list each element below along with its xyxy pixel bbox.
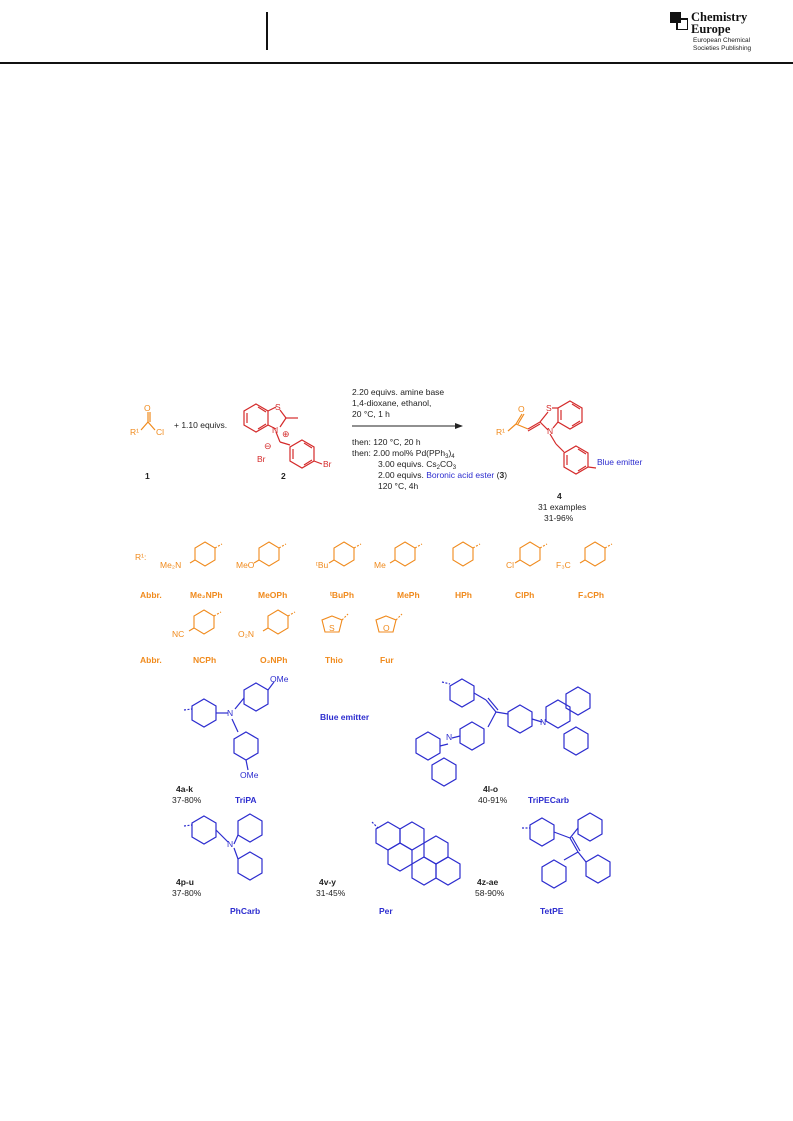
tripa-ome-bottom: OMe (240, 770, 259, 780)
abbr-clph: ClPh (515, 590, 534, 600)
reagent-2-br-counter: Br (257, 454, 266, 464)
conditions-line-2: 1,4-dioxane, ethanol, (352, 398, 431, 408)
conditions-line-1: 2.20 equivs. amine base (352, 387, 444, 397)
abbr-meph: MePh (397, 590, 420, 600)
blue-emitter-title: Blue emitter (320, 712, 370, 722)
r1-label: R¹: (135, 552, 146, 562)
tripa-n: N (227, 708, 233, 718)
tripa-yield: 37-80% (172, 795, 202, 805)
phcarb-yield: 37-80% (172, 888, 202, 898)
tripecarb-n1: N (540, 717, 546, 727)
product-blue-emitter: Blue emitter (597, 457, 643, 467)
reaction-scheme-figure: O R¹ Cl 1 + 1.10 equivs. S N ⊕ ⊖ Br Br 2… (110, 382, 690, 932)
header-divider (266, 12, 268, 50)
conditions-line-7: 2.00 equivs. Boronic acid ester (3) (378, 470, 507, 480)
per-yield: 31-45% (316, 888, 346, 898)
scheme-svg: O R¹ Cl 1 + 1.10 equivs. S N ⊕ ⊖ Br Br 2… (130, 387, 643, 916)
tripecarb-code: 4l-o (483, 784, 498, 794)
r1-sub-meo: MeO (236, 560, 255, 570)
plus-equivs-text: + 1.10 equivs. (174, 420, 227, 430)
reagent-2-label: 2 (281, 471, 286, 481)
abbr-f3cph: F₃CPh (578, 590, 604, 600)
reagent-2-br-sub: Br (323, 459, 332, 469)
r1-sub-o2n: O₂N (238, 629, 254, 639)
abbr-me2nph: Me₂NPh (190, 590, 223, 600)
product-s: S (546, 403, 552, 413)
tetpe-code: 4z-ae (477, 877, 499, 887)
per-abbr: Per (379, 906, 393, 916)
phcarb-abbr: PhCarb (230, 906, 260, 916)
product-label: 4 (557, 491, 562, 501)
tetpe-structure (522, 812, 611, 889)
r1-sub-tbu: ᵗBu (316, 560, 329, 570)
chemistry-europe-logo-icon (670, 12, 688, 30)
conditions-line-5: then: 2.00 mol% Pd(PPh3)4 (352, 448, 455, 460)
product-o: O (518, 404, 525, 414)
tripa-structure (183, 681, 275, 771)
reagent-1-structure (140, 412, 156, 431)
tripecarb-n2: N (446, 732, 452, 742)
tripecarb-structure (415, 678, 591, 787)
r1-sub-o: O (383, 623, 390, 633)
r1-sub-me: Me (374, 560, 386, 570)
reagent-2-plus: ⊕ (282, 429, 290, 439)
conditions-line-3: 20 °C, 1 h (352, 409, 390, 419)
product-examples: 31 examples (538, 502, 586, 512)
tetpe-abbr: TetPE (540, 906, 564, 916)
perylene-structure (371, 821, 461, 886)
reagent-2-minus: ⊖ (264, 441, 272, 451)
phcarb-n: N (227, 839, 233, 849)
abbr-hph: HPh (455, 590, 472, 600)
conditions-line-4: then: 120 °C, 20 h (352, 437, 421, 447)
abbr-ncph: NCPh (193, 655, 216, 665)
abbr-label-row1: Abbr. (140, 590, 162, 600)
tripecarb-yield: 40-91% (478, 795, 508, 805)
phcarb-structure (183, 813, 263, 881)
abbr-thio: Thio (325, 655, 343, 665)
product-r: R¹ (496, 427, 505, 437)
conditions-line-6: 3.00 equivs. Cs2CO3 (378, 459, 457, 471)
r1-sub-f3c: F₃C (556, 560, 571, 570)
r1-sub-nc: NC (172, 629, 184, 639)
reagent-2-s: S (275, 402, 281, 412)
tetpe-yield: 58-90% (475, 888, 505, 898)
reagent-2-n: N (272, 425, 278, 435)
r1-sub-me2n: Me₂N (160, 560, 181, 570)
reagent-1-o: O (144, 403, 151, 413)
abbr-meoph: MeOPh (258, 590, 287, 600)
abbr-o2nph: O₂NPh (260, 655, 287, 665)
r1-row2-rings (188, 609, 403, 635)
header-rule (0, 62, 793, 64)
tripa-ome-top: OMe (270, 674, 289, 684)
reagent-1-label: 1 (145, 471, 150, 481)
reaction-conditions: 2.20 equivs. amine base 1,4-dioxane, eth… (352, 387, 507, 491)
reagent-1-cl: Cl (156, 427, 164, 437)
tripecarb-abbr: TriPECarb (528, 795, 569, 805)
page-header: Chemistry Europe European Chemical Socie… (0, 0, 793, 64)
r1-sub-s: S (329, 623, 335, 633)
r1-sub-cl: Cl (506, 560, 514, 570)
tripa-code: 4a-k (176, 784, 193, 794)
reagent-1-r: R¹ (130, 427, 139, 437)
phcarb-code: 4p-u (176, 877, 194, 887)
abbr-fur: Fur (380, 655, 394, 665)
logo-name: Chemistry Europe (691, 10, 748, 36)
r1-row1-rings (189, 541, 613, 567)
product-n: N (547, 426, 553, 436)
per-code: 4v-y (319, 877, 336, 887)
abbr-tbuph: ᵗBuPh (330, 590, 354, 600)
chemistry-europe-logo: Chemistry Europe European Chemical Socie… (670, 11, 780, 55)
tripa-abbr: TriPA (235, 795, 257, 805)
reagent-2-structure (243, 403, 323, 469)
product-yield: 31-96% (544, 513, 574, 523)
conditions-line-8: 120 °C, 4h (378, 481, 419, 491)
product-4-structure (507, 400, 597, 475)
logo-subtitle: European Chemical Societies Publishing (693, 37, 752, 52)
abbr-label-row2: Abbr. (140, 655, 162, 665)
